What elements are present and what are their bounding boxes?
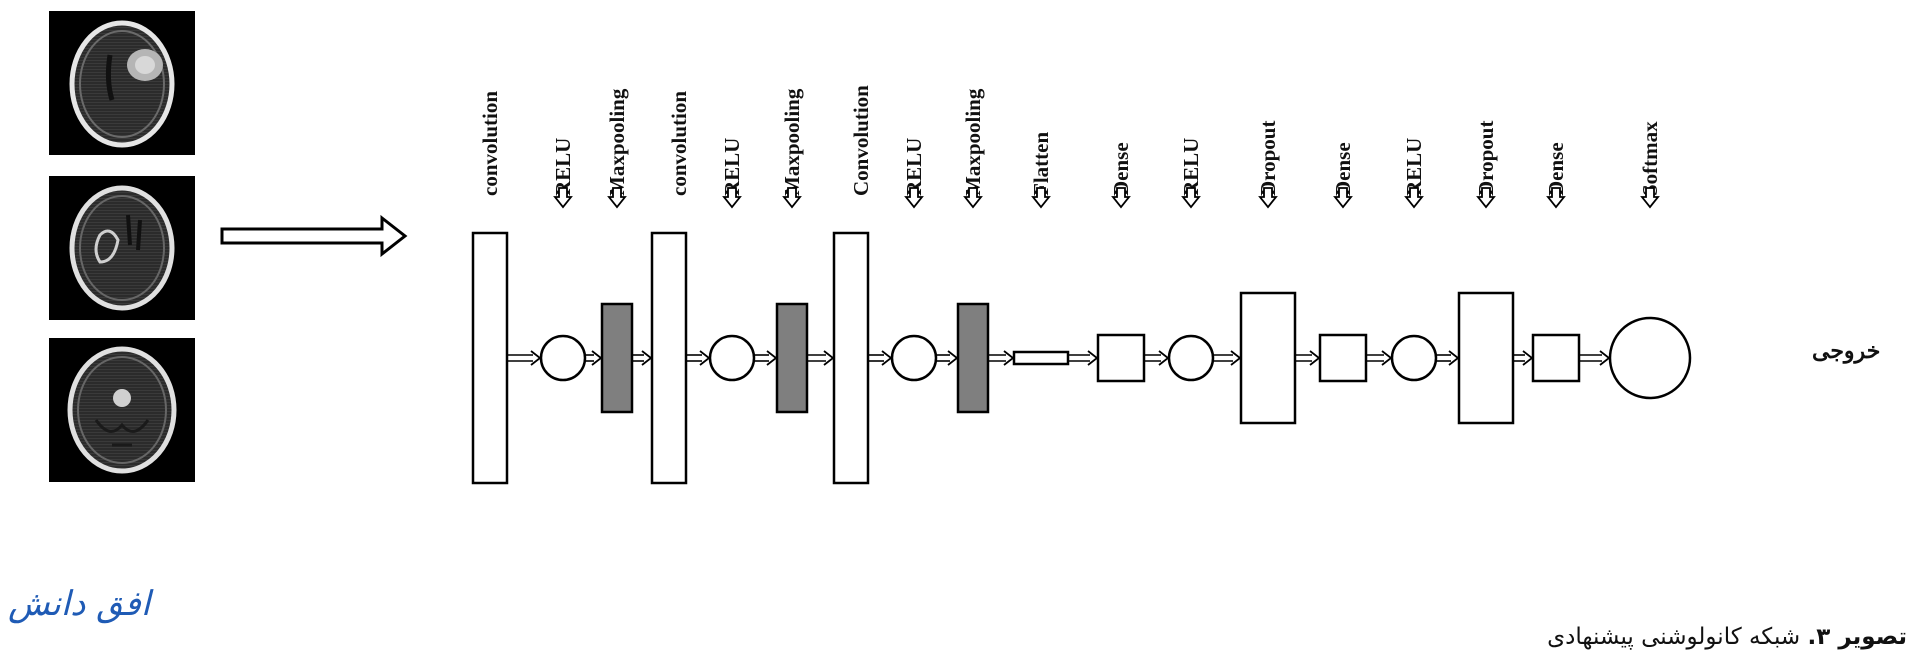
- layer-label-14: Dense: [1331, 142, 1355, 196]
- layer-label-13: Dropout: [1256, 121, 1280, 196]
- connector-arrow: [988, 350, 1015, 366]
- connector-arrow: [754, 350, 778, 366]
- figure-caption-number: تصویر ۳.: [1807, 624, 1907, 650]
- connector-arrow: [807, 350, 835, 366]
- down-arrow-icon: [1404, 187, 1424, 209]
- layer-relu-12: [1167, 334, 1215, 382]
- layer-maxpooling-3: [600, 302, 634, 414]
- layer-maxpooling-6: [775, 302, 809, 414]
- layer-label-9: Maxpooling: [961, 88, 985, 196]
- down-arrow-icon: [607, 187, 627, 209]
- connector-arrow: [1513, 350, 1534, 366]
- layer-convolution-7: [832, 231, 870, 485]
- mri-image-3: [49, 338, 195, 482]
- down-arrow-icon: [1258, 187, 1278, 209]
- layer-label-16: Dropout: [1474, 121, 1498, 196]
- layer-label-6: Maxpooling: [780, 88, 804, 196]
- connector-arrow: [686, 350, 711, 366]
- layer-softmax-18: [1608, 316, 1692, 400]
- down-arrow-icon: [1333, 187, 1353, 209]
- layer-label-1: convolution: [478, 91, 502, 196]
- layer-dropout-16: [1457, 291, 1515, 425]
- layer-relu-8: [890, 334, 938, 382]
- layer-label-18: Softmax: [1638, 121, 1662, 196]
- layer-label-11: Dense: [1109, 142, 1133, 196]
- connector-arrow: [868, 350, 893, 366]
- figure-caption: تصویر ۳. شبکه کانولوشنی پیشنهادی: [1467, 624, 1907, 650]
- layer-label-15: RELU: [1402, 138, 1426, 196]
- layer-dense-17: [1531, 333, 1581, 383]
- logo: افق دانش: [8, 584, 151, 624]
- down-arrow-icon: [963, 187, 983, 209]
- down-arrow-icon: [782, 187, 802, 209]
- layer-dense-11: [1096, 333, 1146, 383]
- layer-dense-14: [1318, 333, 1368, 383]
- layer-relu-5: [708, 334, 756, 382]
- down-arrow-icon: [1181, 187, 1201, 209]
- input-arrow: [220, 214, 408, 258]
- connector-arrow: [1436, 350, 1460, 366]
- output-label: خروجی: [1812, 338, 1880, 364]
- layer-flatten-10: [1012, 350, 1070, 366]
- connector-arrow: [1144, 350, 1170, 366]
- figure-caption-text: شبکه کانولوشنی پیشنهادی: [1547, 624, 1808, 650]
- down-arrow-icon: [722, 187, 742, 209]
- connector-arrow: [1068, 350, 1099, 366]
- layer-label-4: convolution: [667, 91, 691, 196]
- down-arrow-icon: [1031, 187, 1051, 209]
- down-arrow-icon: [1476, 187, 1496, 209]
- layer-label-12: RELU: [1179, 138, 1203, 196]
- layer-convolution-4: [650, 231, 688, 485]
- layer-label-10: Flatten: [1029, 132, 1053, 196]
- connector-arrow: [507, 350, 542, 366]
- layer-label-17: Dense: [1544, 142, 1568, 196]
- connector-arrow: [1579, 350, 1611, 366]
- layer-relu-15: [1390, 334, 1438, 382]
- mri-image-2: [49, 176, 195, 320]
- layer-maxpooling-9: [956, 302, 990, 414]
- mri-image-1: [49, 11, 195, 155]
- layer-label-5: RELU: [720, 138, 744, 196]
- down-arrow-icon: [1546, 187, 1566, 209]
- down-arrow-icon: [904, 187, 924, 209]
- connector-arrow: [632, 350, 653, 366]
- layer-label-8: RELU: [902, 138, 926, 196]
- layer-label-3: Maxpooling: [605, 88, 629, 196]
- connector-arrow: [585, 350, 603, 366]
- connector-arrow: [1295, 350, 1321, 366]
- connector-arrow: [936, 350, 959, 366]
- layer-label-7: Convolution: [849, 85, 873, 196]
- connector-arrow: [1213, 350, 1242, 366]
- down-arrow-icon: [1640, 187, 1660, 209]
- layer-label-2: RELU: [551, 138, 575, 196]
- layer-relu-2: [539, 334, 587, 382]
- down-arrow-icon: [1111, 187, 1131, 209]
- layer-convolution-1: [471, 231, 509, 485]
- down-arrow-icon: [553, 187, 573, 209]
- connector-arrow: [1366, 350, 1393, 366]
- layer-dropout-13: [1239, 291, 1297, 425]
